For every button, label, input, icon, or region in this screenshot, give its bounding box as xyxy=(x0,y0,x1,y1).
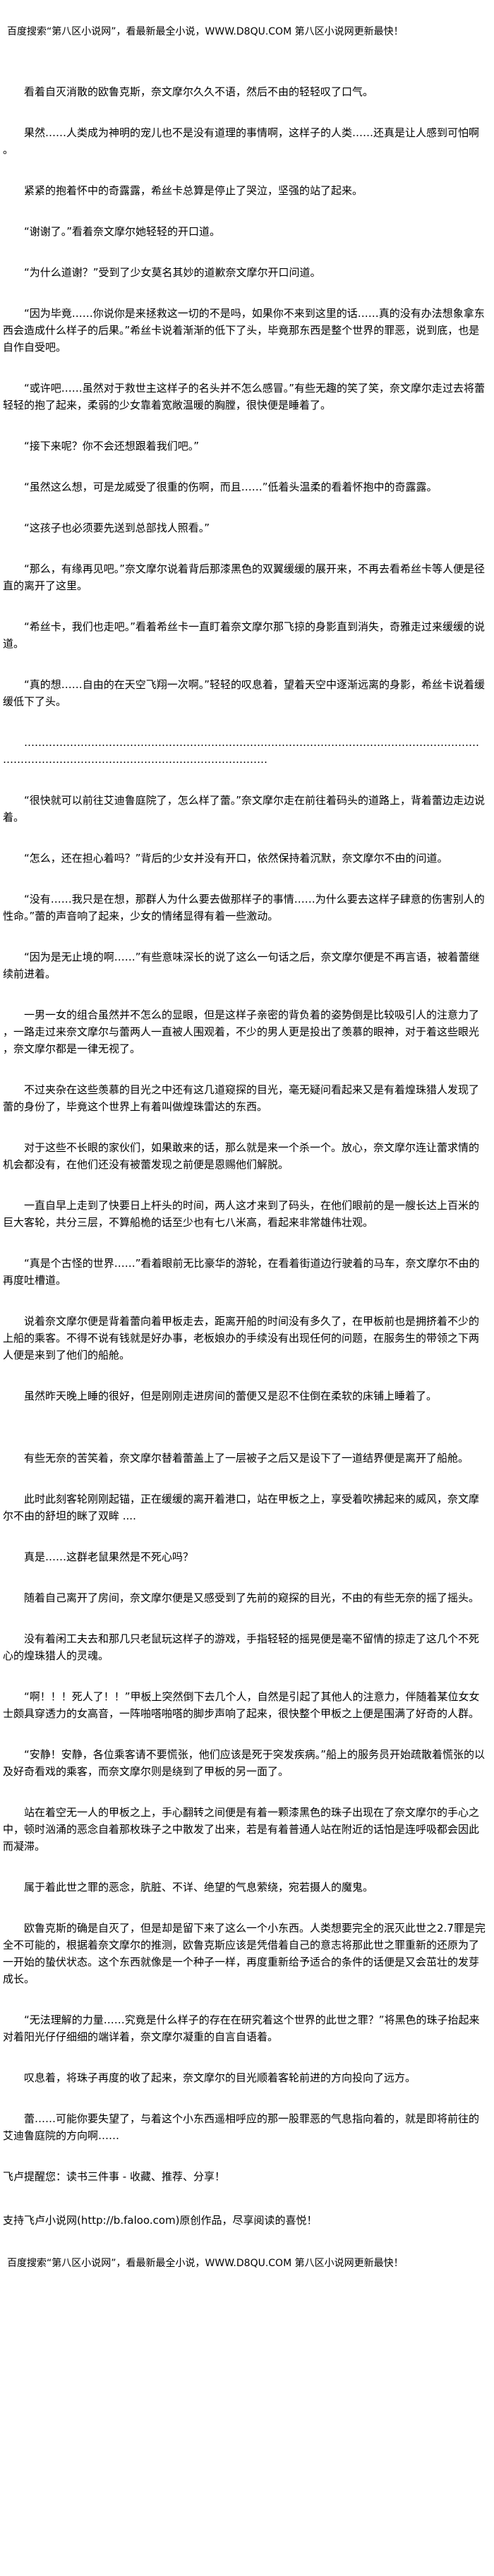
story-paragraph: 属于着此世之罪的恶念，肮脏、不详、绝望的气息萦绕，宛若摄人的魔鬼。 xyxy=(24,1881,374,1894)
story-paragraph: 一直自早上走到了快要日上杆头的时间，两人这才来到了码头，在他们眼前的是一艘长达上… xyxy=(3,1199,480,1229)
scene-break: …………………………………………………………………………………………………………… xyxy=(3,736,479,766)
story-paragraph: 对于这些不长眼的家伙们，如果敢来的话，那么就是来一个杀一个。放心，奈文摩尔连让蕾… xyxy=(3,1141,480,1171)
story-paragraph: “无法理解的力量……究竟是什么样子的存在在研究着这个世界的此世之罪？”将黑色的珠… xyxy=(3,2014,480,2043)
story-paragraph: 蕾……可能你要失望了，与着这个小东西遥相呼应的那一股罪恶的气息指向着的，就是即将… xyxy=(3,2112,480,2142)
story-paragraph: “接下来呢？你不会还想跟着我们吧。” xyxy=(24,440,200,452)
story-paragraph: “谢谢了。”看着奈文摩尔她轻轻的开口道。 xyxy=(24,225,221,238)
story-paragraph: 不过夹杂在这些羡慕的目光之中还有这几道窥探的目光，毫无疑问看起来又是有着煌珠猎人… xyxy=(3,1083,480,1113)
story-paragraph: “真的想……自由的在天空飞翔一次啊。”轻轻的叹息着，望着天空中逐渐远离的身影，希… xyxy=(3,678,486,708)
site-banner-bottom: 百度搜索“第八区小说网”，看最新最全小说，WWW.D8QU.COM 第八区小说网… xyxy=(7,2258,404,2269)
story-paragraph: 此时此刻客轮刚刚起锚，正在缓缓的离开着港口，站在甲板之上，享受着吹拂起来的威风，… xyxy=(3,1493,480,1522)
support-notice: 支持飞卢小说网(http://b.faloo.com)原创作品，尽享阅读的喜悦！ xyxy=(3,2214,318,2227)
story-paragraph: “因为毕竟……你说你是来拯救这一切的不是吗，如果你不来到这里的话……真的没有办法… xyxy=(3,307,485,354)
story-paragraph: “为什么道谢？”受到了少女莫名其妙的道歉奈文摩尔开口问道。 xyxy=(24,266,321,279)
story-paragraph: 看着自灭消散的欧鲁克斯，奈文摩尔久久不语，然后不由的轻轻叹了口气。 xyxy=(24,85,374,98)
story-paragraph: “没有……我只是在想，那群人为什么要去做那样子的事情……为什么要去这样子肆意的伤… xyxy=(3,893,485,922)
chapter-content: 看着自灭消散的欧鲁克斯，奈文摩尔久久不语，然后不由的轻轻叹了口气。果然……人类成… xyxy=(0,83,488,2144)
story-paragraph: 果然……人类成为神明的宠儿也不是没有道理的事情啊，这样子的人类……还真是让人感到… xyxy=(3,126,480,156)
story-paragraph: “真是个古怪的世界……”看着眼前无比豪华的游轮，在看着街道边行驶着的马车，奈文摩… xyxy=(3,1257,480,1287)
story-paragraph: “或许吧……虽然对于救世主这样子的名头并不怎么感冒。”有些无趣的笑了笑，奈文摩尔… xyxy=(3,382,486,411)
story-paragraph: 随着自己离开了房间，奈文摩尔便是又感受到了先前的窥探的目光，不由的有些无奈的摇了… xyxy=(24,1591,480,1604)
story-paragraph: “很快就可以前往艾迪鲁庭院了，怎么样了蕾。”奈文摩尔走在前往着码头的道路上，背着… xyxy=(3,794,486,824)
story-paragraph: 没有着闲工夫去和那几只老鼠玩这样子的游戏，手指轻轻的摇晃便是毫不留情的掠走了这几… xyxy=(3,1632,480,1662)
story-paragraph: 叹息着，将珠子再度的收了起来，奈文摩尔的目光顺着客轮前进的方向投向了远方。 xyxy=(24,2071,416,2084)
story-paragraph: 欧鲁克斯的确是自灭了，但是却是留下来了这么一个小东西。人类想要完全的泯灭此世之2… xyxy=(3,1922,486,1985)
story-paragraph: “怎么，还在担心着吗？”背后的少女并没有开口，依然保持着沉默，奈文摩尔不由的问道… xyxy=(24,852,448,865)
story-paragraph: 虽然昨天晚上睡的很好，但是刚刚走进房间的蕾便又是忍不住倒在柔软的床铺上睡着了。 xyxy=(24,1390,438,1402)
chapter-footer: 飞卢提醒您：读书三件事 - 收藏、推荐、分享！ 支持飞卢小说网(http://b… xyxy=(0,2168,488,2229)
story-paragraph: 紧紧的抱着怀中的奇露露，希丝卡总算是停止了哭泣，坚强的站了起来。 xyxy=(24,184,363,197)
story-paragraph: 站在着空无一人的甲板之上，手心翻转之间便是有着一颗漆黑色的珠子出现在了奈文摩尔的… xyxy=(3,1806,480,1853)
story-paragraph: “这孩子也必须要先送到总部找人照看。” xyxy=(24,522,210,534)
story-paragraph: “啊！！！死人了！！”甲板上突然倒下去几个人，自然是引起了其他人的注意力，伴随着… xyxy=(3,1690,480,1720)
story-paragraph: 一男一女的组合虽然并不怎么的显眼，但是这样子亲密的背负着的姿势倒是比较吸引人的注… xyxy=(3,1009,480,1055)
story-paragraph: “因为是无止境的啊……”有些意味深长的说了这么一句话之后，奈文摩尔便是不再言语，… xyxy=(3,951,480,980)
story-paragraph: 真是……这群老鼠果然是不死心吗？ xyxy=(24,1551,194,1563)
story-paragraph: “虽然这么想，可是龙威受了很重的伤啊，而且……”低着头温柔的看着怀抱中的奇露露。 xyxy=(24,481,438,493)
site-banner-top: 百度搜索“第八区小说网”，看最新最全小说，WWW.D8QU.COM 第八区小说网… xyxy=(7,26,404,37)
story-paragraph: “希丝卡，我们也走吧。”看着希丝卡一直盯着奈文摩尔那飞掠的身影直到消失，奇雅走过… xyxy=(3,620,486,650)
story-paragraph: 有些无奈的苦笑着，奈文摩尔替着蕾盖上了一层被子之后又是设下了一道结界便是离开了船… xyxy=(24,1452,469,1464)
story-paragraph: “那么，有缘再见吧。”奈文摩尔说着背后那漆黑色的双翼缓缓的展开来，不再去看希丝卡… xyxy=(3,562,486,592)
story-paragraph: 说着奈文摩尔便是背着蕾向着甲板走去，距离开船的时间没有多久了，在甲板前也是拥挤着… xyxy=(3,1315,480,1361)
reading-reminder: 飞卢提醒您：读书三件事 - 收藏、推荐、分享！ xyxy=(3,2170,225,2183)
story-paragraph: “安静！安静，各位乘客请不要慌张，他们应该是死于突发疾病。”船上的服务员开始疏散… xyxy=(3,1748,486,1778)
